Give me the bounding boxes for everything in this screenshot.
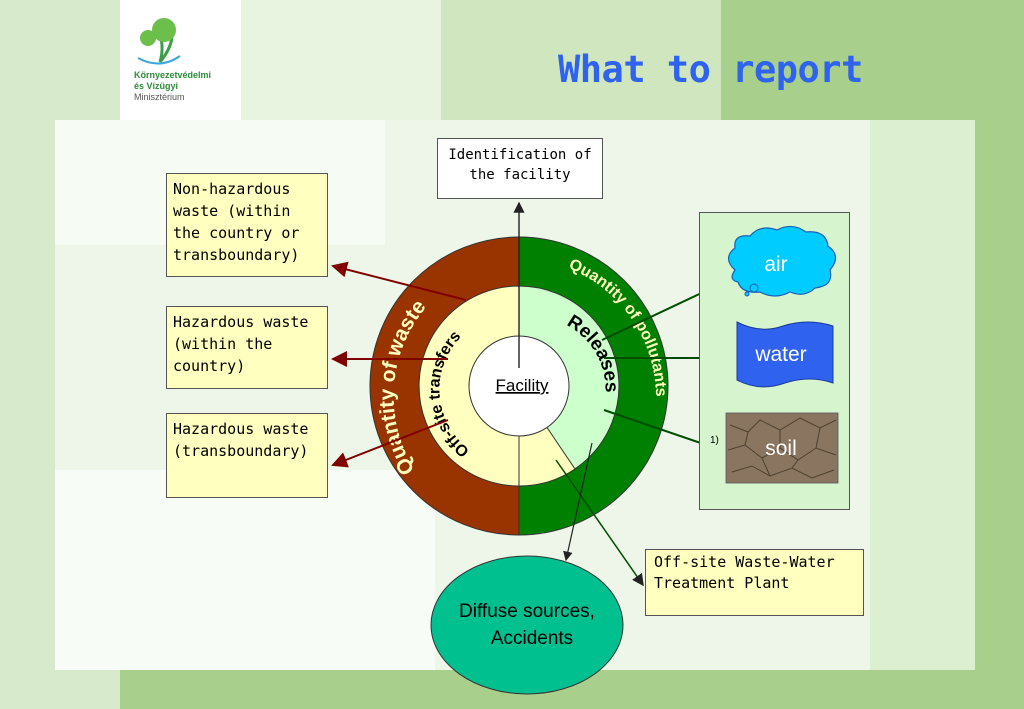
- logo-line-3: Minisztérium: [134, 92, 185, 102]
- background-panel: [441, 0, 721, 120]
- nonhazardous-waste-box: Non-hazardous waste (within the country …: [166, 173, 328, 277]
- water-label: water: [754, 343, 806, 366]
- logo-text: Környezetvédelmi és Vízügyi Minisztérium: [134, 70, 211, 103]
- hazardous-transboundary-box: Hazardous waste (transboundary): [166, 413, 328, 498]
- arrow-diffuse: [563, 442, 593, 562]
- facility-label: Facility: [496, 376, 549, 395]
- offsite-treatment-box: Off-site Waste-Water Treatment Plant: [645, 549, 864, 616]
- hazardous-domestic-box: Hazardous waste (within the country): [166, 306, 328, 389]
- arrow-wastewater: [555, 459, 644, 587]
- soil-label: soil: [765, 437, 797, 460]
- logo-line-2: és Vízügyi: [134, 81, 179, 91]
- diffuse-line-1: Diffuse sources,: [459, 601, 595, 622]
- ministry-logo: Környezetvédelmi és Vízügyi Minisztérium: [120, 0, 241, 120]
- background-panel: [870, 120, 975, 670]
- diffuse-line-2: Accidents: [491, 628, 573, 649]
- background-panel: [241, 0, 441, 120]
- arrow-nonhazardous: [331, 261, 467, 301]
- tree-logo-icon: [137, 18, 181, 65]
- background-panel: [55, 470, 435, 670]
- air-cloud-icon: air: [727, 225, 837, 297]
- identification-box: Identification of the facility: [437, 138, 603, 199]
- air-label: air: [764, 253, 787, 276]
- page-title: What to report: [558, 48, 863, 91]
- soil-footnote: 1): [710, 435, 719, 446]
- water-flag-icon: water: [736, 321, 834, 388]
- diffuse-ellipse: [430, 555, 624, 695]
- arrow-hazardous-transboundary: [331, 419, 449, 468]
- soil-texture-icon: soil: [725, 412, 839, 484]
- logo-line-1: Környezetvédelmi: [134, 70, 212, 80]
